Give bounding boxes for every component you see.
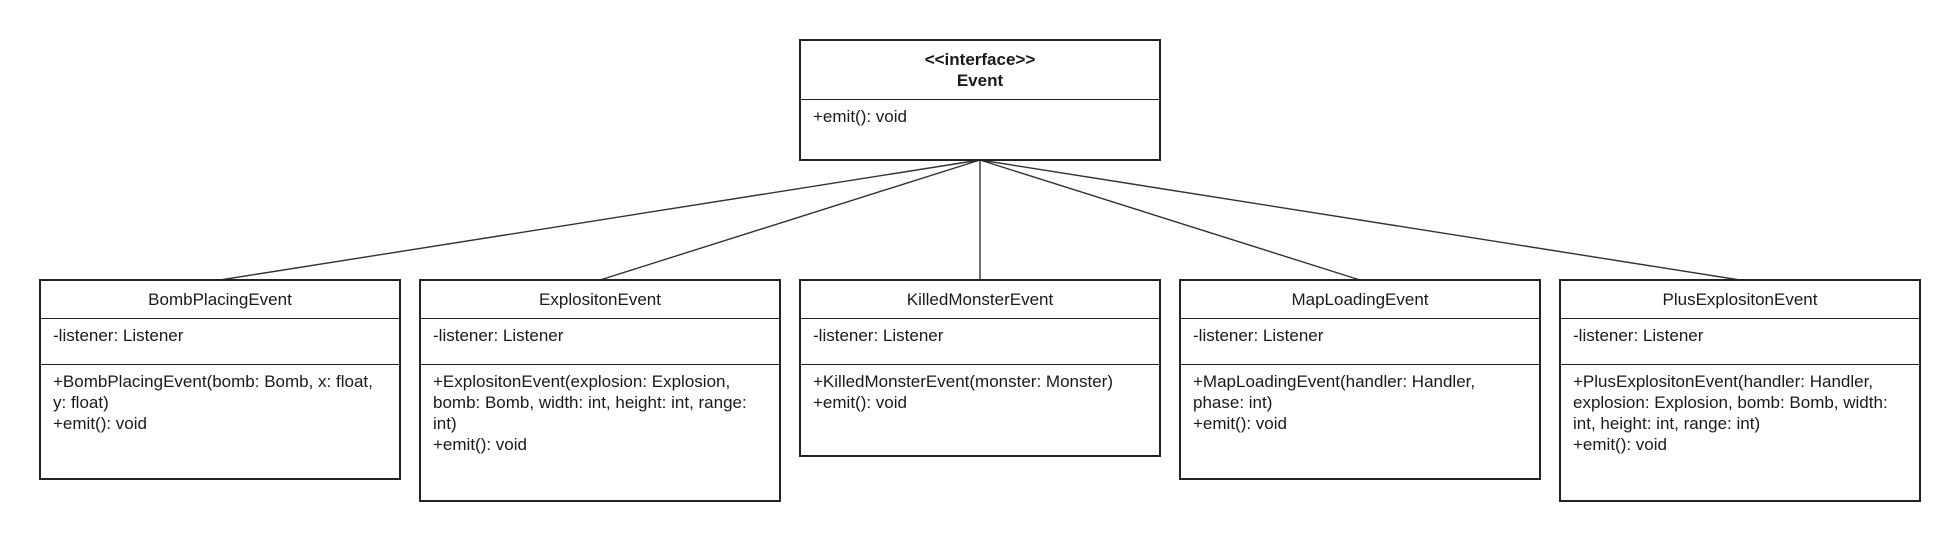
operation: +emit(): void: [1573, 435, 1667, 454]
interface-event-box[interactable]: <<interface>> Event +emit(): void: [799, 39, 1161, 161]
class-attributes: -listener: Listener: [1181, 319, 1539, 365]
connector-plusexplositonevent: [979, 159, 1741, 281]
operation: +emit(): void: [1193, 414, 1287, 433]
class-attributes: -listener: Listener: [421, 319, 779, 365]
class-name: KilledMonsterEvent: [906, 290, 1054, 309]
connector-maploadingevent: [979, 159, 1361, 281]
operation: +emit(): void: [53, 414, 147, 433]
attribute: -listener: Listener: [1193, 326, 1324, 345]
operation: +BombPlacingEvent(bomb: Bomb, x: float, …: [53, 372, 373, 412]
class-name: ExplositonEvent: [539, 290, 661, 309]
interface-header: <<interface>> Event: [801, 41, 1159, 100]
connector-explositonevent: [599, 159, 981, 281]
attribute: -listener: Listener: [813, 326, 944, 345]
interface-name: Event: [956, 71, 1004, 90]
class-header: KilledMonsterEvent: [801, 281, 1159, 319]
attribute: -listener: Listener: [1573, 326, 1704, 345]
operation: +emit(): void: [433, 435, 527, 454]
class-name: PlusExplositonEvent: [1662, 290, 1818, 309]
class-operations: +BombPlacingEvent(bomb: Bomb, x: float, …: [41, 365, 399, 440]
class-header: PlusExplositonEvent: [1561, 281, 1919, 319]
class-attributes: -listener: Listener: [41, 319, 399, 365]
class-header: BombPlacingEvent: [41, 281, 399, 319]
class-operations: +ExplositonEvent(explosion: Explosion, b…: [421, 365, 779, 461]
class-attributes: -listener: Listener: [801, 319, 1159, 365]
class-operations: +KilledMonsterEvent(monster: Monster) +e…: [801, 365, 1159, 419]
operation: +KilledMonsterEvent(monster: Monster): [813, 372, 1113, 391]
class-operations: +PlusExplositonEvent(handler: Handler, e…: [1561, 365, 1919, 461]
attribute: -listener: Listener: [433, 326, 564, 345]
class-header: ExplositonEvent: [421, 281, 779, 319]
class-name: BombPlacingEvent: [148, 290, 292, 309]
operation: +MapLoadingEvent(handler: Handler, phase…: [1193, 372, 1476, 412]
class-maploadingevent-box[interactable]: MapLoadingEvent -listener: Listener +Map…: [1179, 279, 1541, 480]
interface-stereotype: <<interface>>: [924, 50, 1036, 69]
attribute: -listener: Listener: [53, 326, 184, 345]
operation: +ExplositonEvent(explosion: Explosion, b…: [433, 372, 747, 433]
operation: +emit(): void: [813, 393, 907, 412]
class-header: MapLoadingEvent: [1181, 281, 1539, 319]
operation: +emit(): void: [813, 107, 907, 126]
class-plusexplositonevent-box[interactable]: PlusExplositonEvent -listener: Listener …: [1559, 279, 1921, 502]
operation: +PlusExplositonEvent(handler: Handler, e…: [1573, 372, 1888, 433]
class-bombplacingevent-box[interactable]: BombPlacingEvent -listener: Listener +Bo…: [39, 279, 401, 480]
class-name: MapLoadingEvent: [1291, 290, 1429, 309]
interface-operations: +emit(): void: [801, 100, 1159, 133]
class-attributes: -listener: Listener: [1561, 319, 1919, 365]
connector-bombplacingevent: [219, 159, 981, 281]
class-operations: +MapLoadingEvent(handler: Handler, phase…: [1181, 365, 1539, 440]
class-explositonevent-box[interactable]: ExplositonEvent -listener: Listener +Exp…: [419, 279, 781, 502]
class-killedmonsterevent-box[interactable]: KilledMonsterEvent -listener: Listener +…: [799, 279, 1161, 457]
